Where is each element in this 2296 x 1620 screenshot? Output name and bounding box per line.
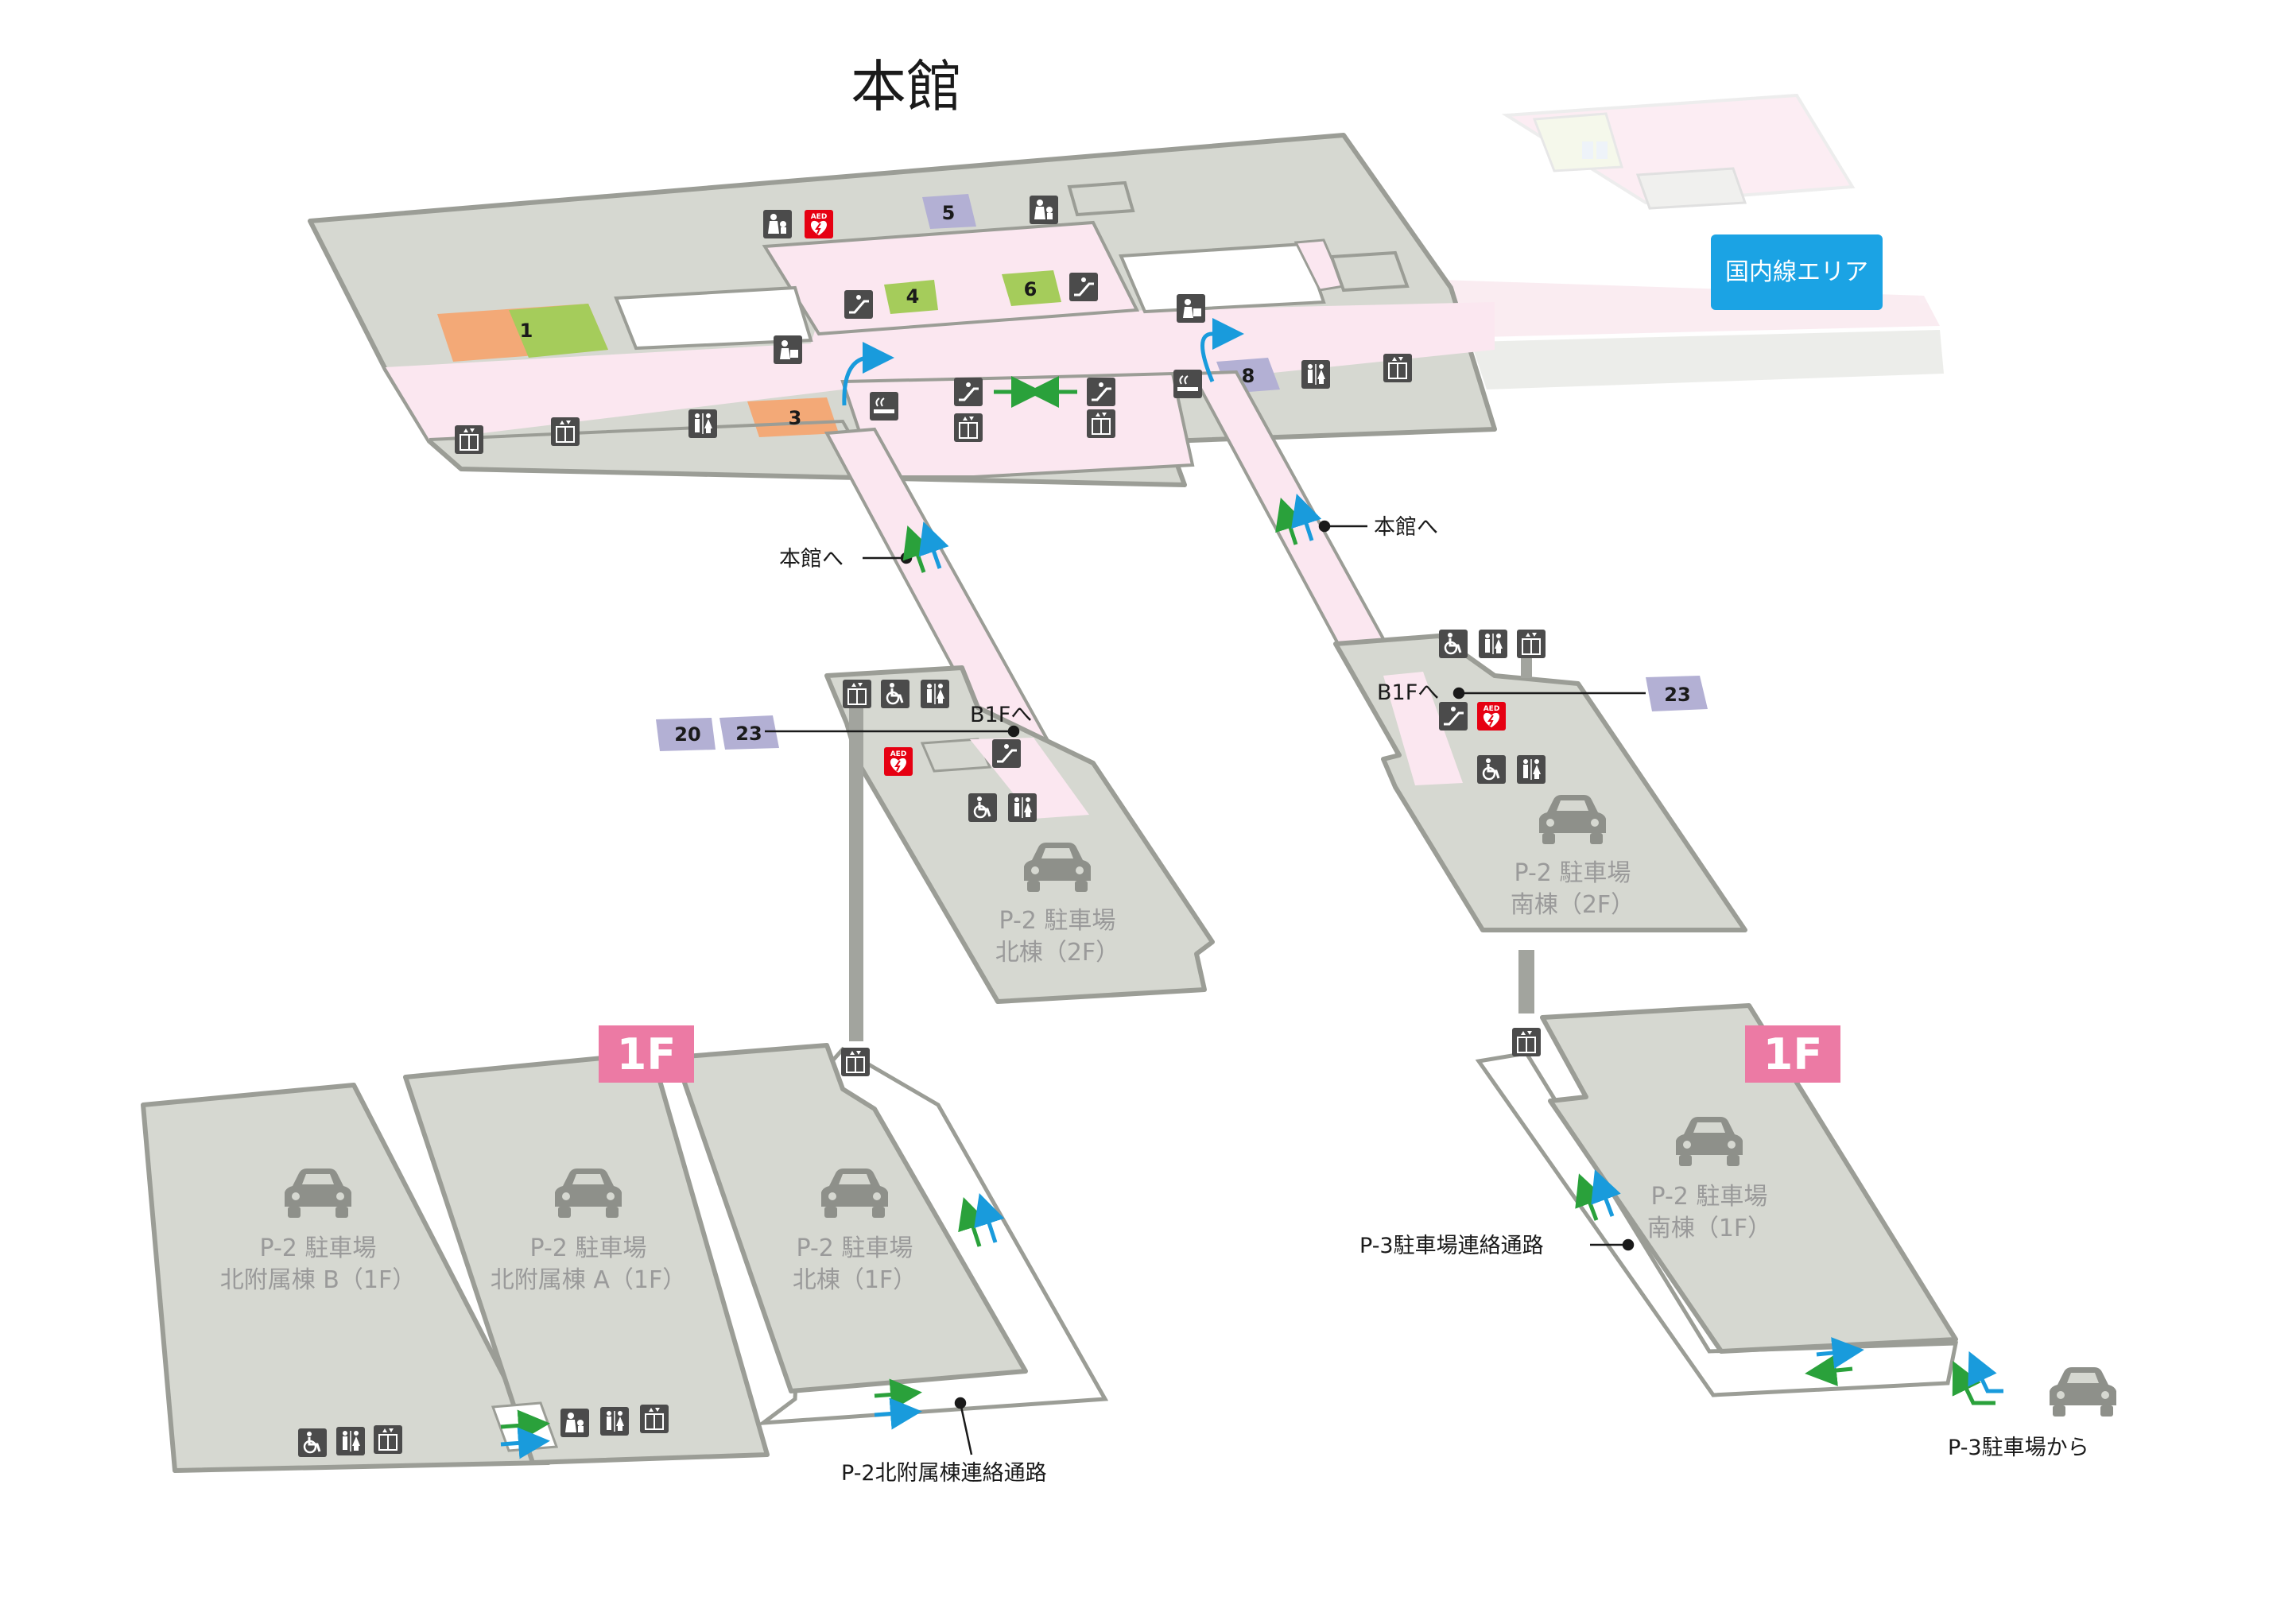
wheelchair-icon xyxy=(967,792,999,824)
escalator-icon xyxy=(843,289,875,320)
parking-south-2f-building: 南棟（2F） xyxy=(1511,891,1635,919)
p2-1f-north-group xyxy=(141,1043,1109,1473)
gate-23-tile-north xyxy=(719,715,779,750)
parking-annex-a-1f-building: 北附属棟 A（1F） xyxy=(491,1266,686,1294)
elevator-icon xyxy=(953,413,983,443)
escalator-icon xyxy=(952,376,984,408)
gate-5: 5 xyxy=(942,202,956,224)
elevator-icon xyxy=(1516,629,1546,659)
gate-23-north: 23 xyxy=(735,723,762,745)
gate-20-tile xyxy=(656,718,716,751)
label-p3-connect: P-3駐車場連絡通路 xyxy=(1359,1234,1544,1258)
domestic-area-label: 国内線エリア xyxy=(1725,258,1868,286)
domestic-area-button[interactable] xyxy=(1711,234,1883,310)
parking-south-1f-building: 南棟（1F） xyxy=(1647,1215,1771,1242)
toilet-icon xyxy=(335,1426,366,1456)
parking-north-2f-building: 北棟（2F） xyxy=(995,939,1119,967)
toilet-icon xyxy=(920,679,950,709)
toilet-icon xyxy=(1007,793,1037,823)
parking-annex-a-1f-name: P-2 駐車場 xyxy=(530,1234,647,1262)
parking-north-1f-name: P-2 駐車場 xyxy=(797,1234,913,1262)
wheelchair-icon xyxy=(1476,754,1507,785)
information-icon xyxy=(1177,294,1205,323)
floor-badge-north xyxy=(599,1025,694,1083)
toilet-icon xyxy=(1516,754,1546,785)
parking-south-1f-name: P-2 駐車場 xyxy=(1651,1183,1768,1211)
floor-badge-south xyxy=(1745,1025,1840,1083)
aed-icon xyxy=(804,209,834,239)
information-icon xyxy=(774,335,802,364)
label-from-p3: P-3駐車場から xyxy=(1948,1436,2089,1460)
elevator-icon xyxy=(1383,353,1413,383)
parking-annex-b-1f-name: P-2 駐車場 xyxy=(260,1234,377,1262)
elevator-icon xyxy=(1086,409,1116,439)
wheelchair-icon xyxy=(297,1427,328,1459)
car-icon xyxy=(2050,1367,2116,1417)
nursing-room-icon xyxy=(1030,196,1058,224)
escalator-icon xyxy=(1437,700,1469,732)
toilet-icon xyxy=(599,1406,630,1436)
map-title: 本館 xyxy=(851,54,962,119)
aed-icon xyxy=(1476,701,1507,731)
aed-icon xyxy=(883,746,913,777)
parking-north-1f-building: 北棟（1F） xyxy=(793,1266,917,1294)
elevator-icon xyxy=(373,1424,403,1455)
gate-20: 20 xyxy=(674,723,700,746)
gate-4: 4 xyxy=(906,285,920,308)
label-to-b1f-right: B1Fへ xyxy=(1377,680,1439,705)
toilet-icon xyxy=(1301,359,1331,389)
parking-north-2f-name: P-2 駐車場 xyxy=(999,907,1116,935)
wheelchair-icon xyxy=(879,678,911,710)
elevator-icon xyxy=(840,1047,871,1077)
parking-annex-b-1f-building: 北附属棟 B（1F） xyxy=(220,1266,416,1294)
gate-6: 6 xyxy=(1024,278,1037,300)
parking-south-2f-name: P-2 駐車場 xyxy=(1515,859,1631,887)
elevator-icon xyxy=(1511,1027,1542,1057)
escalator-icon xyxy=(1085,376,1117,408)
label-p2-north-connect: P-2北附属棟連絡通路 xyxy=(841,1461,1047,1486)
nursing-room-icon xyxy=(763,210,792,238)
gate-8: 8 xyxy=(1242,365,1255,387)
smoking-icon xyxy=(869,391,899,421)
p2-north-2f xyxy=(824,665,1215,1041)
elevator-icon xyxy=(550,417,580,447)
direction-arrows xyxy=(500,318,2003,1459)
escalator-icon xyxy=(1068,271,1100,303)
elevator-icon xyxy=(842,679,872,709)
elevator-icon xyxy=(639,1404,669,1434)
escalator-icon xyxy=(991,738,1022,769)
label-to-main-right: 本館へ xyxy=(1374,515,1438,540)
gate-1: 1 xyxy=(520,320,533,342)
main-terminal xyxy=(308,133,1497,487)
nursing-room-icon xyxy=(560,1409,589,1437)
floor-badge-south-label: 1F xyxy=(1763,1029,1822,1079)
label-to-main-left: 本館へ xyxy=(779,547,844,572)
gate-23-tile-south xyxy=(1646,676,1708,711)
wheelchair-icon xyxy=(1437,628,1469,660)
floor-badge-north-label: 1F xyxy=(617,1029,676,1079)
toilet-icon xyxy=(688,409,718,439)
toilet-icon xyxy=(1478,629,1508,659)
smoking-icon xyxy=(1173,369,1203,399)
gate-23-south: 23 xyxy=(1664,684,1690,706)
gate-3: 3 xyxy=(789,407,802,429)
label-to-b1f-left: B1Fへ xyxy=(970,703,1032,727)
elevator-icon xyxy=(454,424,484,455)
gate-labels: 1 3 4 5 6 8 xyxy=(520,202,1255,429)
